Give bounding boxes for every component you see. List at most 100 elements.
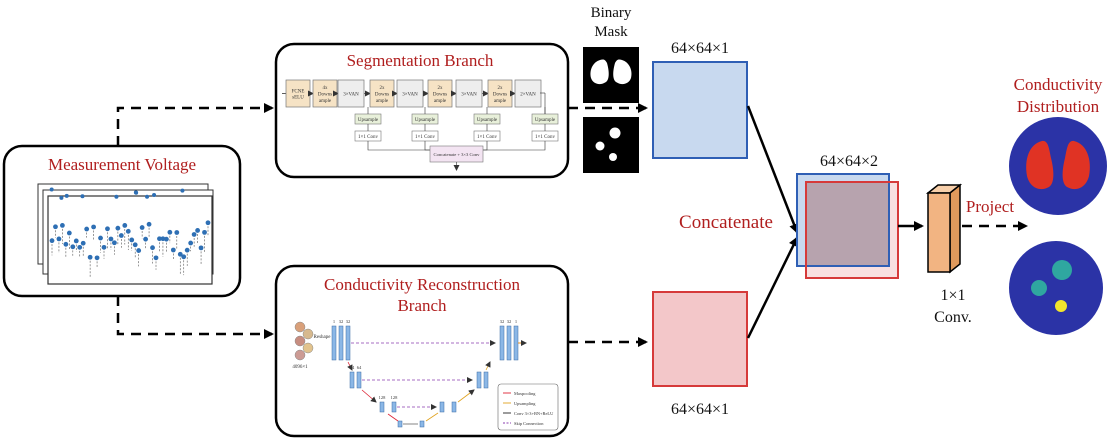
voltage-point xyxy=(101,244,107,250)
seg-to-concat-link xyxy=(483,141,546,151)
seg-to-concat-link xyxy=(367,141,430,151)
reconstruction-output-feature xyxy=(652,291,748,387)
voltage-point xyxy=(132,242,138,248)
binary-mask-label-2: Mask xyxy=(594,24,628,40)
recon-level3-out-block xyxy=(439,401,445,413)
recon-level1-out-block xyxy=(513,325,519,361)
seg-block xyxy=(285,79,311,108)
voltage-point xyxy=(66,230,72,236)
voltage-point xyxy=(188,240,194,246)
recon-level1-out-channel: 32 xyxy=(507,319,512,324)
recon-input-neuron xyxy=(302,328,314,340)
seg-block-label: 4x xyxy=(323,86,329,91)
recon-level1-channel: 32 xyxy=(346,319,351,324)
seg-conv-label: 1×1 Conv xyxy=(415,135,435,140)
voltage-point-back xyxy=(145,194,150,199)
recon-upsample-2 xyxy=(457,389,475,403)
recon-level1-out-channel: 32 xyxy=(500,319,505,324)
seg-block-label: sELU xyxy=(292,96,304,101)
voltage-point xyxy=(181,254,187,260)
measurement-voltage-panel xyxy=(2,144,242,298)
seg-block xyxy=(369,79,395,108)
recon-output-shape-label: 64×64×1 xyxy=(671,401,729,418)
seg-block xyxy=(396,79,424,108)
seg-upsample-label: Upsample xyxy=(358,118,379,123)
seg-block-label: Downs xyxy=(433,93,447,98)
voltage-point xyxy=(108,236,114,242)
segmentation-branch-label: Segmentation Branch xyxy=(347,51,494,70)
voltage-point xyxy=(157,236,162,242)
voltage-point xyxy=(49,238,55,244)
binary-mask-inclusions xyxy=(583,117,639,173)
voltage-point xyxy=(53,224,58,230)
segmentation-network-figure: FCNEsELU4xDownsample3×VAN2xDownsample3×V… xyxy=(282,79,559,171)
voltage-point xyxy=(94,255,100,261)
recon-level1-block xyxy=(331,325,337,361)
voltage-point-back xyxy=(114,194,119,199)
voltage-point xyxy=(84,226,90,232)
voltage-point xyxy=(91,224,96,230)
concat-arrows xyxy=(746,105,799,339)
recon-level2-channel: 64 xyxy=(357,365,362,370)
recon-input-neuron xyxy=(294,321,306,333)
branch-output-arrows xyxy=(568,103,648,347)
seg-block-label: ample xyxy=(376,99,389,104)
voltage-point xyxy=(184,247,190,253)
recon-level3-channel: 128 xyxy=(391,395,399,400)
voltage-point xyxy=(73,238,79,244)
recon-level1-channel: 32 xyxy=(339,319,344,324)
voltage-point xyxy=(153,255,159,261)
recon-level3-block xyxy=(391,401,397,413)
voltage-point xyxy=(112,240,117,246)
voltage-point-back xyxy=(80,194,85,199)
voltage-point xyxy=(146,221,152,227)
seg-block-label: ample xyxy=(494,99,507,104)
recon-input-size-label: 4096×1 xyxy=(292,365,308,370)
seg-block-label: 3×VAN xyxy=(402,93,418,98)
reconstruction-branch-label-2: Branch xyxy=(397,296,447,315)
seg-upsample-label: Upsample xyxy=(477,118,498,123)
seg-block xyxy=(514,79,542,108)
voltage-point-back xyxy=(59,195,64,200)
voltage-point xyxy=(136,248,142,253)
voltage-point xyxy=(174,230,180,235)
voltage-point xyxy=(129,237,135,243)
voltage-point xyxy=(125,228,131,234)
conductivity-phantom-lungs xyxy=(1009,117,1107,215)
voltage-point-back xyxy=(49,187,54,192)
recon-level2-block xyxy=(356,371,362,389)
recon-level2-out-block xyxy=(483,371,489,389)
conv-1x1-block xyxy=(925,183,963,274)
segmentation-output-feature xyxy=(652,61,748,159)
seg-block-label: FCNE xyxy=(292,89,305,94)
voltage-point xyxy=(87,254,93,260)
seg-block-label: 3×VAN xyxy=(461,93,477,98)
recon-level3-out-block xyxy=(451,401,457,413)
recon-legend-label: Skip Connection xyxy=(514,421,544,426)
recon-upsample-3 xyxy=(425,412,439,422)
voltage-point-back xyxy=(152,192,157,197)
voltage-point xyxy=(202,229,207,235)
recon-maxpool-3 xyxy=(387,413,399,422)
voltage-point xyxy=(60,223,65,228)
seg-to-concat-link xyxy=(424,141,430,151)
recon-bottleneck-block xyxy=(419,420,425,428)
recon-upsample-1 xyxy=(485,361,491,371)
seg-upsample-label: Upsample xyxy=(535,118,556,123)
concatenate-label: Concatenate xyxy=(679,212,773,233)
seg-block-label: 2x xyxy=(498,86,504,91)
seg-block xyxy=(487,79,513,108)
recon-input-neuron xyxy=(294,349,306,361)
recon-level1-block xyxy=(338,325,344,361)
voltage-point xyxy=(63,241,69,247)
recon-legend-label: Maxpooling xyxy=(514,391,536,396)
seg-upsample-label: Upsample xyxy=(415,118,436,123)
concat-shape-label: 64×64×2 xyxy=(820,153,878,170)
recon-level1-out-block xyxy=(506,325,512,361)
seg-block-label: 2x xyxy=(380,86,386,91)
voltage-plot xyxy=(49,187,211,277)
voltage-point xyxy=(122,223,128,228)
recon-maxpool-1 xyxy=(347,361,353,371)
